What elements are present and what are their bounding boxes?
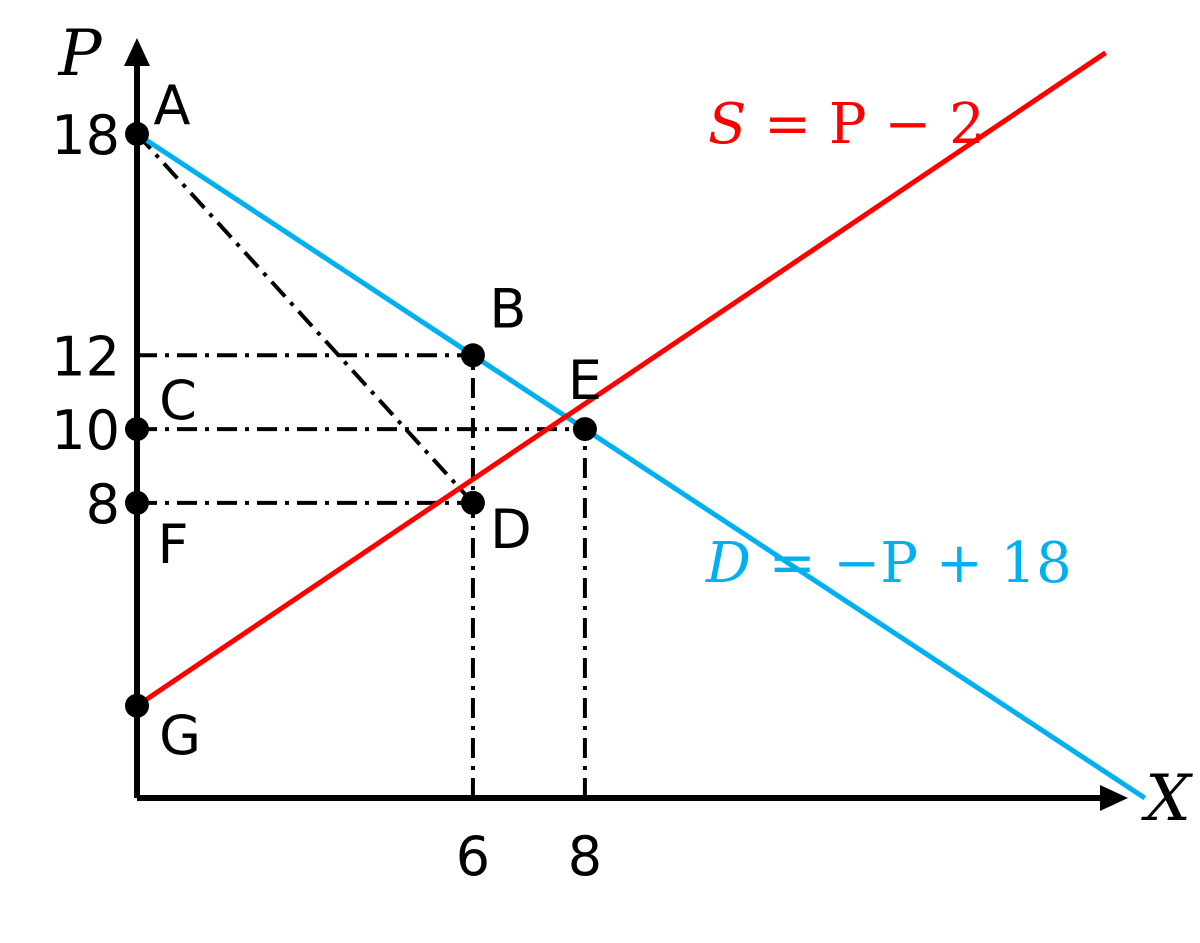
supply-line (135, 50, 1108, 708)
supply-equation-lhs: S (708, 92, 746, 157)
point-f (125, 490, 149, 515)
point-label-f: F (157, 513, 188, 576)
point-d (460, 490, 485, 515)
demand-line (135, 131, 1147, 801)
x-tick-label-8: 8 (568, 825, 602, 888)
x-axis-label: X (1140, 762, 1193, 836)
point-c (125, 417, 149, 442)
curve-lines (135, 50, 1147, 801)
point-label-d: D (490, 498, 532, 561)
y-tick-label-18: 18 (51, 104, 120, 167)
point-g (125, 693, 149, 718)
point-label-c: C (159, 369, 197, 432)
y-tick-label-12: 12 (51, 325, 120, 388)
supply-equation: S = P − 2 (708, 92, 985, 157)
guide-lines (135, 132, 587, 798)
x-tick-label-6: 6 (456, 825, 490, 888)
y-tick-label-10: 10 (51, 399, 120, 462)
point-label-g: G (159, 704, 201, 767)
demand-equation: D = −P + 18 (705, 531, 1072, 596)
point-e (572, 417, 597, 442)
guide-line-5 (135, 132, 475, 505)
point-a (125, 121, 149, 146)
point-b (460, 343, 485, 368)
y-axis-arrow (124, 38, 150, 66)
labeled-points: A B C E F D G (125, 74, 602, 767)
demand-equation-rest: = −P + 18 (751, 531, 1072, 596)
y-axis-label: P (57, 17, 102, 91)
point-label-a: A (154, 74, 191, 137)
point-label-e: E (568, 349, 602, 412)
point-label-b: B (489, 277, 526, 340)
y-tick-label-8: 8 (86, 473, 120, 536)
tick-labels: 18 12 10 8 6 8 (51, 104, 602, 888)
supply-equation-rest: = P − 2 (746, 92, 984, 157)
demand-equation-lhs: D (705, 531, 751, 596)
x-axis-arrow (1100, 785, 1128, 811)
